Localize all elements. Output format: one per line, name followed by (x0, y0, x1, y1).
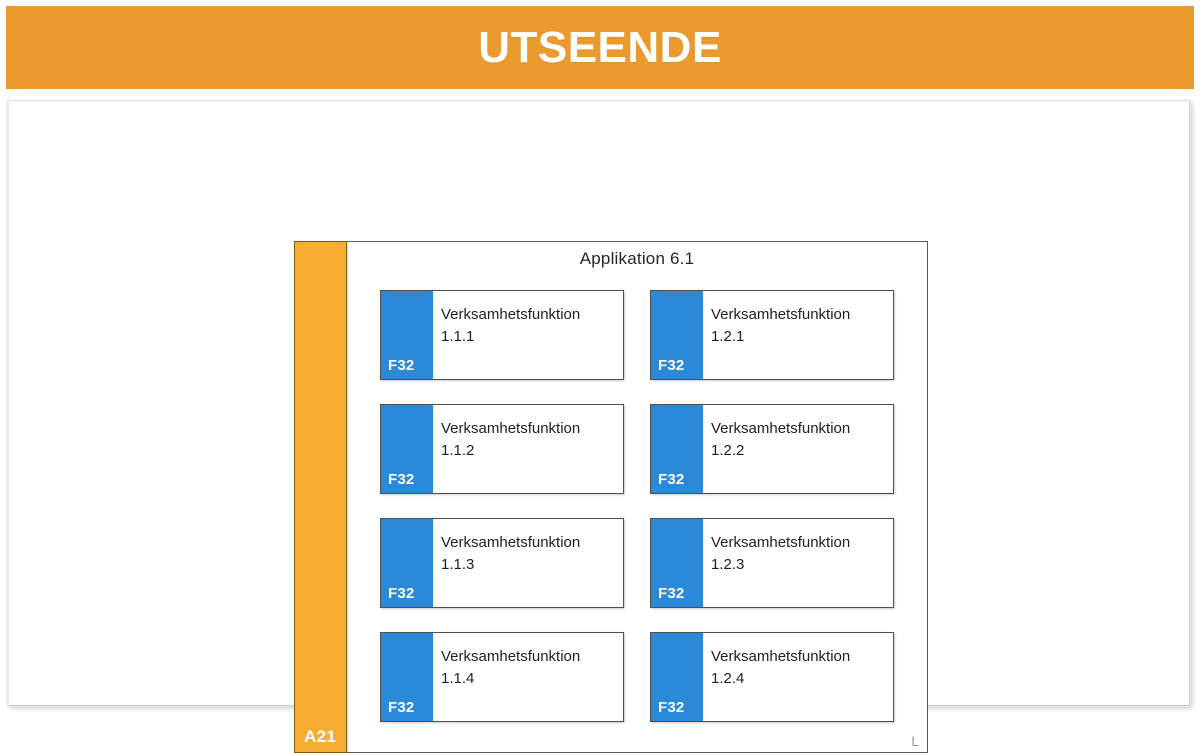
function-name: Verksamhetsfunktion (441, 420, 581, 437)
function-name: Verksamhetsfunktion (711, 534, 851, 551)
function-box-1-2-3[interactable]: F32 Verksamhetsfunktion 1.2.3 (650, 518, 894, 608)
function-tab: F32 (381, 405, 433, 493)
function-box-1-1-4[interactable]: F32 Verksamhetsfunktion 1.1.4 (380, 632, 624, 722)
function-body: Verksamhetsfunktion 1.1.1 (433, 291, 623, 379)
function-tab-label: F32 (388, 471, 415, 488)
function-body: Verksamhetsfunktion 1.2.3 (703, 519, 893, 607)
function-grid: F32 Verksamhetsfunktion 1.1.1 F32 Verksa… (380, 290, 894, 736)
function-box-1-1-2[interactable]: F32 Verksamhetsfunktion 1.1.2 (380, 404, 624, 494)
function-box-1-1-1[interactable]: F32 Verksamhetsfunktion 1.1.1 (380, 290, 624, 380)
page-title: UTSEENDE (478, 22, 722, 72)
function-body: Verksamhetsfunktion 1.2.1 (703, 291, 893, 379)
function-box-1-2-2[interactable]: F32 Verksamhetsfunktion 1.2.2 (650, 404, 894, 494)
function-id: 1.1.3 (441, 555, 475, 573)
function-id: 1.2.2 (711, 441, 745, 459)
function-tab: F32 (651, 405, 703, 493)
function-name: Verksamhetsfunktion (441, 534, 581, 551)
function-tab: F32 (381, 633, 433, 721)
function-id: 1.2.4 (711, 669, 745, 687)
slide-canvas: UTSEENDE Applikation 6.1 L A21 F32 Verks… (6, 6, 1194, 753)
function-body: Verksamhetsfunktion 1.2.2 (703, 405, 893, 493)
header-band: UTSEENDE (6, 6, 1194, 89)
application-rail[interactable]: A21 (294, 241, 347, 753)
function-name: Verksamhetsfunktion (711, 648, 851, 665)
function-tab: F32 (381, 519, 433, 607)
function-id: 1.2.1 (711, 327, 745, 345)
function-box-1-1-3[interactable]: F32 Verksamhetsfunktion 1.1.3 (380, 518, 624, 608)
application-corner-label: L (911, 733, 919, 749)
function-tab-label: F32 (658, 471, 685, 488)
function-box-1-2-1[interactable]: F32 Verksamhetsfunktion 1.2.1 (650, 290, 894, 380)
function-tab: F32 (381, 291, 433, 379)
function-tab-label: F32 (388, 585, 415, 602)
application-title: Applikation 6.1 (579, 249, 695, 268)
function-body: Verksamhetsfunktion 1.1.4 (433, 633, 623, 721)
function-tab-label: F32 (658, 585, 685, 602)
function-name: Verksamhetsfunktion (441, 306, 581, 323)
function-tab: F32 (651, 633, 703, 721)
function-name: Verksamhetsfunktion (711, 306, 851, 323)
content-panel: Applikation 6.1 L A21 F32 Verksamhetsfun… (8, 101, 1190, 753)
function-tab-label: F32 (388, 357, 415, 374)
function-id: 1.2.3 (711, 555, 745, 573)
function-box-1-2-4[interactable]: F32 Verksamhetsfunktion 1.2.4 (650, 632, 894, 722)
function-id: 1.1.4 (441, 669, 475, 687)
function-tab-label: F32 (658, 357, 685, 374)
function-tab: F32 (651, 291, 703, 379)
function-id: 1.1.1 (441, 327, 475, 345)
function-name: Verksamhetsfunktion (441, 648, 581, 665)
function-tab-label: F32 (388, 699, 415, 716)
function-tab: F32 (651, 519, 703, 607)
function-tab-label: F32 (658, 699, 685, 716)
application-diagram: Applikation 6.1 L A21 F32 Verksamhetsfun… (294, 241, 928, 753)
function-body: Verksamhetsfunktion 1.2.4 (703, 633, 893, 721)
function-body: Verksamhetsfunktion 1.1.2 (433, 405, 623, 493)
function-body: Verksamhetsfunktion 1.1.3 (433, 519, 623, 607)
function-id: 1.1.2 (441, 441, 475, 459)
rail-label: A21 (304, 727, 337, 746)
function-name: Verksamhetsfunktion (711, 420, 851, 437)
